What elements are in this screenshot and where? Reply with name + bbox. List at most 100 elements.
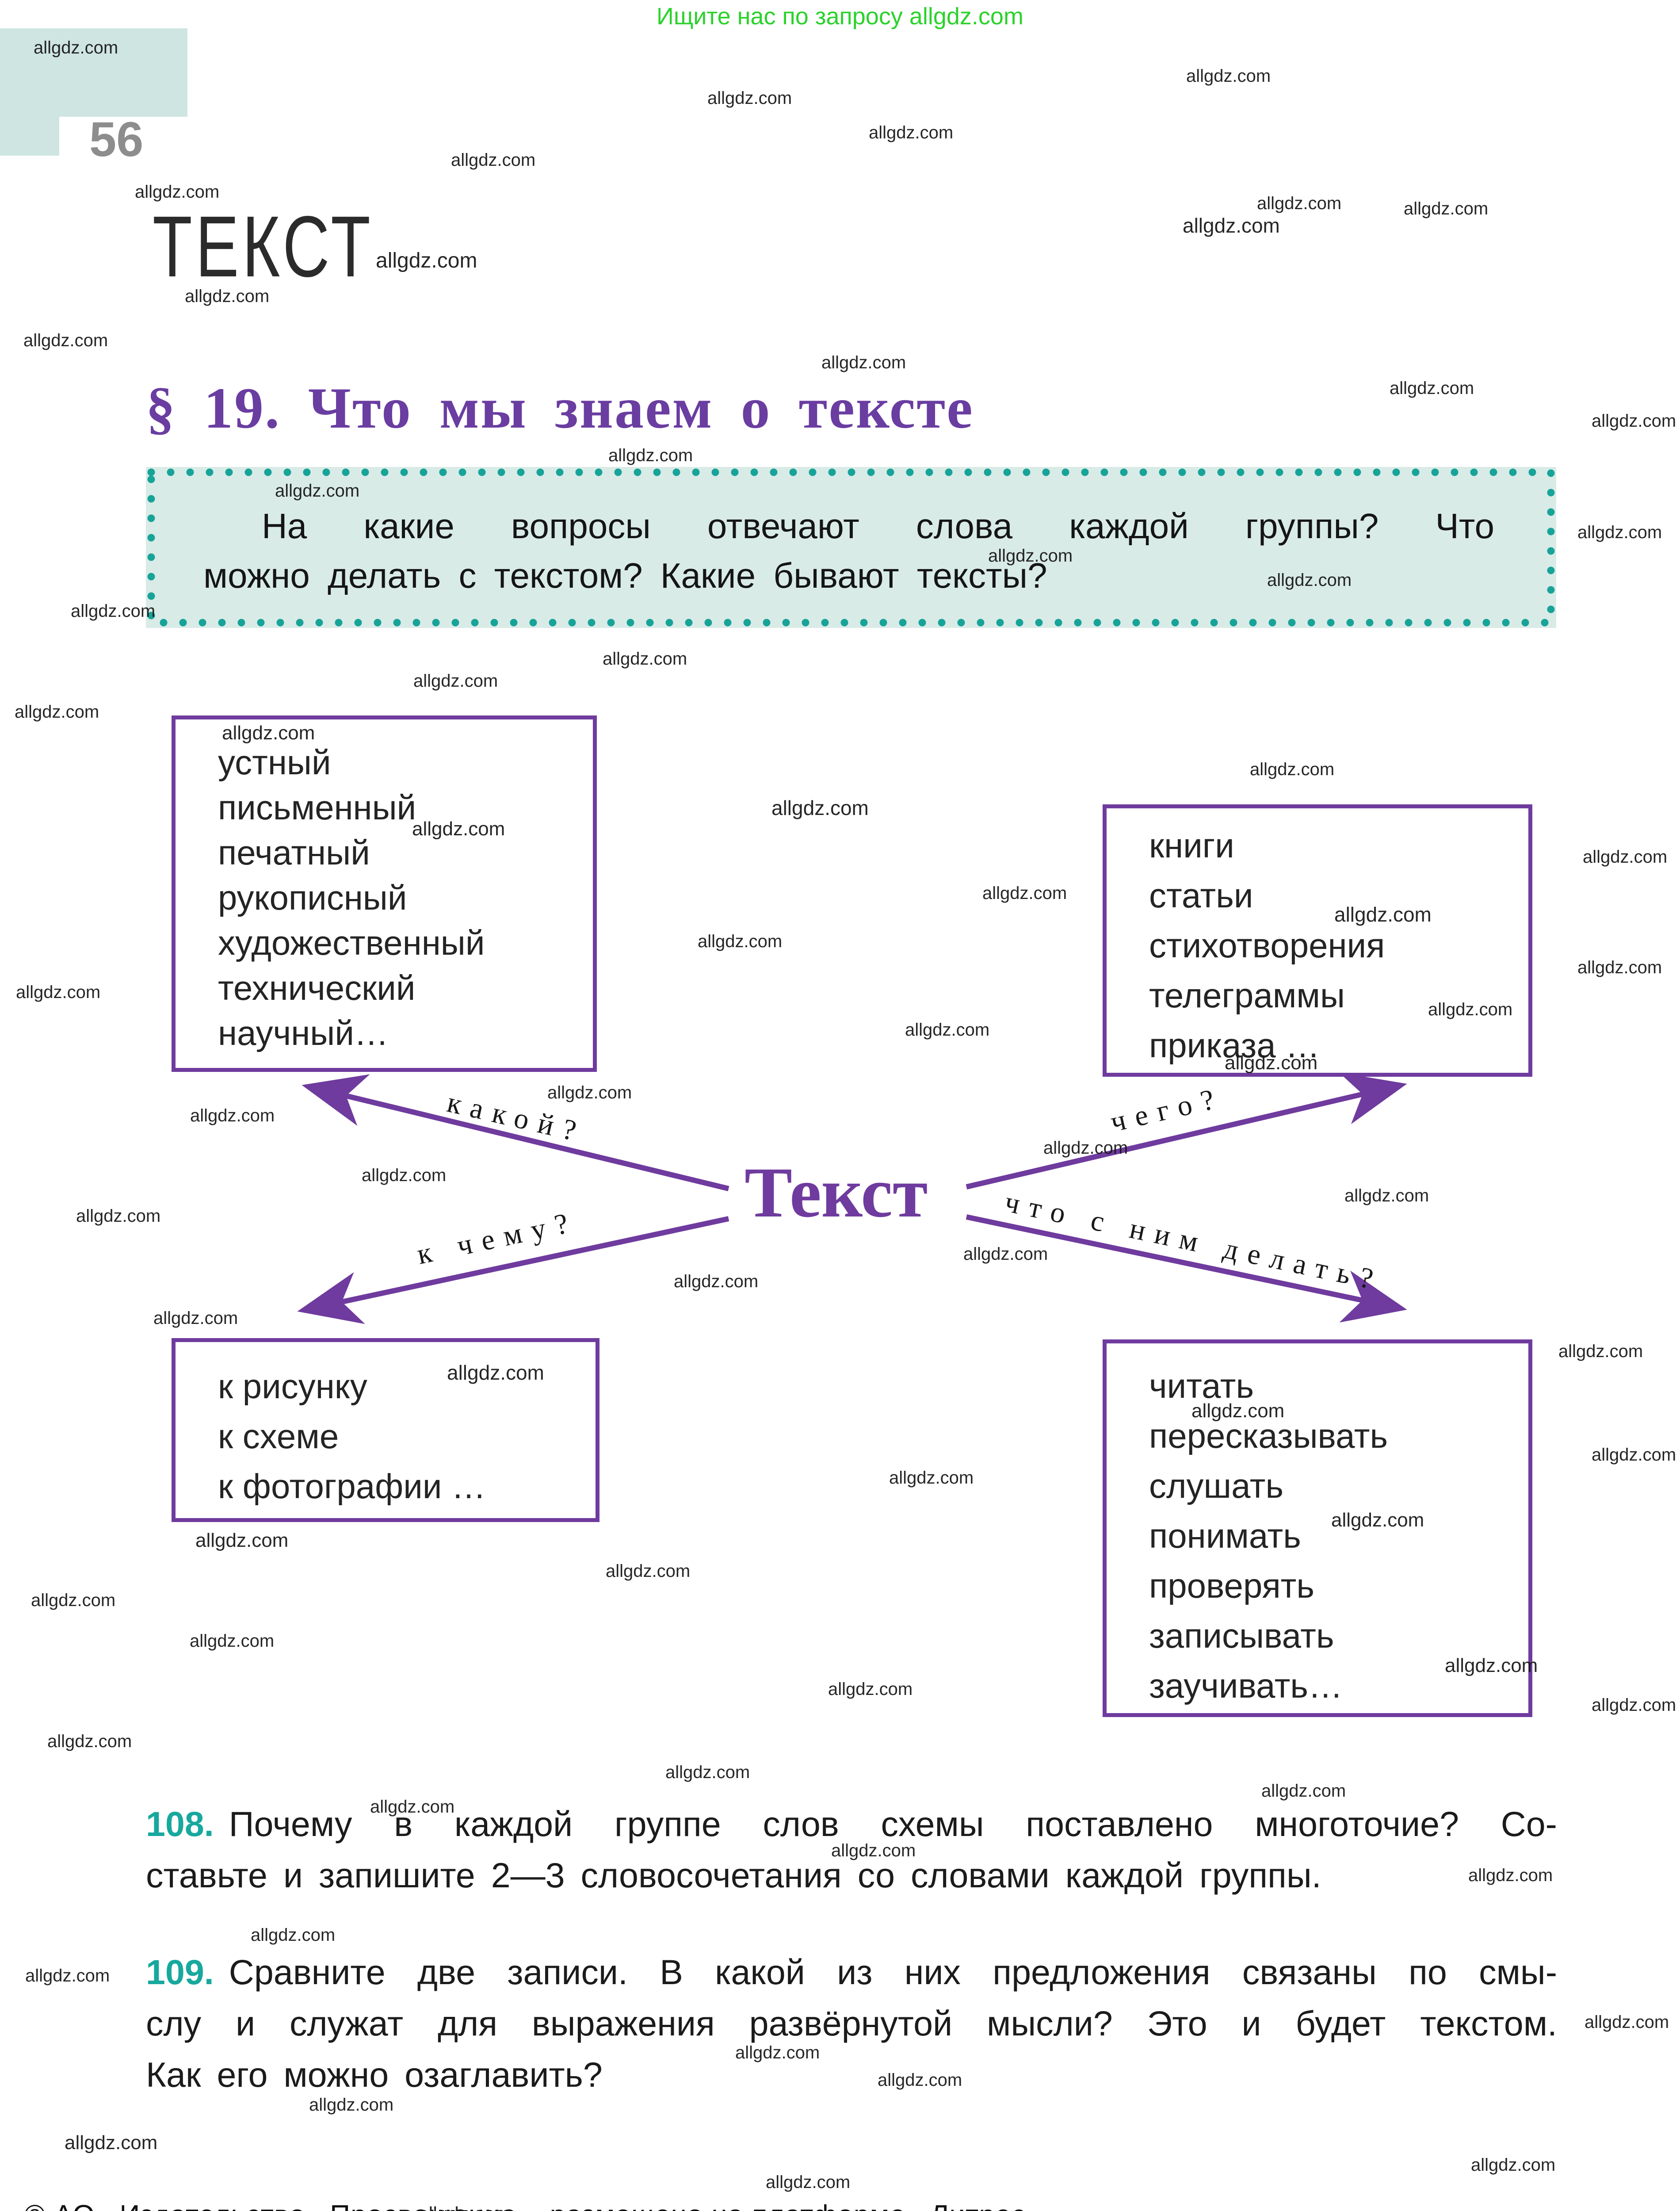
list-item: печатный	[218, 833, 370, 872]
exercise-text: Почему в каждой группе слов схемы постав…	[229, 1804, 1557, 1844]
watermark-text: allgdz.com	[412, 818, 505, 840]
list-item: проверять	[1149, 1566, 1315, 1605]
watermark-text: allgdz.com	[1261, 1781, 1346, 1801]
list-item: пересказывать	[1149, 1416, 1388, 1455]
list-item: к схеме	[218, 1417, 339, 1456]
watermark-text: allgdz.com	[23, 331, 108, 350]
list-item: слушать	[1149, 1466, 1284, 1505]
watermark-text: allgdz.com	[190, 1631, 275, 1651]
watermark-text: allgdz.com	[1186, 66, 1271, 86]
arrow-label-k-chemu: к чему?	[414, 1205, 581, 1271]
watermark-text: allgdz.com	[362, 1166, 447, 1185]
watermark-text: allgdz.com	[1585, 2012, 1669, 2032]
diagram-box-text-to: к рисунку к схеме к фотографии …	[172, 1338, 599, 1522]
watermark-text: allgdz.com	[1592, 1445, 1676, 1465]
watermark-text: allgdz.com	[190, 1106, 275, 1125]
watermark-text: allgdz.com	[1428, 1000, 1513, 1019]
exercise-number: 108.	[146, 1804, 214, 1844]
watermark-text: allgdz.com	[1577, 958, 1662, 977]
watermark-text: allgdz.com	[47, 1732, 132, 1751]
watermark-text: allgdz.com	[828, 1679, 913, 1699]
exercise-108: 108. Почему в каждой группе слов схемы по…	[146, 1798, 1557, 1901]
corner-decoration-strip	[0, 117, 59, 156]
list-item: к фотографии …	[218, 1467, 486, 1506]
watermark-text: allgdz.com	[222, 722, 315, 744]
watermark-text: allgdz.com	[1043, 1138, 1128, 1158]
diagram-center-word: Текст	[745, 1153, 928, 1232]
watermark-text: allgdz.com	[413, 671, 498, 691]
list-item: понимать	[1149, 1516, 1301, 1555]
list-item: стихотворения	[1149, 926, 1385, 965]
watermark-text: allgdz.com	[370, 1797, 455, 1817]
list-item: книги	[1149, 826, 1234, 865]
watermark-text: allgdz.com	[1592, 1695, 1676, 1715]
watermark-text: allgdz.com	[1592, 411, 1676, 431]
watermark-text: allgdz.com	[71, 601, 156, 621]
list-item: рукописный	[218, 878, 407, 917]
watermark-text: allgdz.com	[135, 182, 220, 202]
watermark-text: allgdz.com	[153, 1308, 238, 1328]
watermark-text: allgdz.com	[1257, 194, 1342, 213]
watermark-text: allgdz.com	[65, 2132, 158, 2154]
watermark-text: allgdz.com	[376, 249, 477, 272]
watermark-text: allgdz.com	[1334, 903, 1432, 926]
watermark-text: allgdz.com	[698, 932, 783, 951]
exercise-text: Сравните две записи. В какой из них пред…	[229, 1952, 1557, 1992]
watermark-text: allgdz.com	[665, 1763, 750, 1782]
exercise-number: 109.	[146, 1952, 214, 1992]
list-item: читать	[1149, 1366, 1254, 1405]
watermark-text: allgdz.com	[185, 287, 270, 306]
list-item: художественный	[218, 923, 485, 962]
watermark-text: allgdz.com	[1331, 1509, 1424, 1531]
watermark-text: allgdz.com	[1471, 2155, 1556, 2175]
watermark-text: allgdz.com	[606, 1561, 691, 1581]
list-item: письменный	[218, 788, 416, 827]
list-item: заучивать…	[1149, 1666, 1343, 1705]
watermark-text: allgdz.com	[1558, 1342, 1643, 1361]
arrow-label-chto-delat: что с ним делать?	[1002, 1186, 1386, 1297]
watermark-text: allgdz.com	[1577, 523, 1662, 542]
list-item: технический	[218, 968, 416, 1007]
watermark-text: allgdz.com	[1250, 760, 1335, 779]
watermark-text: allgdz.com	[889, 1468, 974, 1488]
list-item: устный	[218, 743, 331, 782]
watermark-text: allgdz.com	[1225, 1052, 1318, 1074]
chapter-title: ТЕКСТ	[153, 198, 374, 295]
watermark-text: allgdz.com	[905, 1020, 990, 1040]
watermark-text: allgdz.com	[1191, 1400, 1285, 1422]
section-heading: § 19. Что мы знаем о тексте	[146, 375, 974, 440]
callout-text-line: На какие вопросы отвечают слова каждой г…	[262, 506, 1494, 546]
corner-decoration	[0, 28, 187, 117]
exercise-line: слу и служат для выражения развёрнутой м…	[146, 2004, 1557, 2043]
watermark-text: allgdz.com	[34, 38, 118, 57]
watermark-text: allgdz.com	[821, 353, 906, 372]
watermark-text: allgdz.com	[982, 884, 1067, 903]
watermark-text: allgdz.com	[76, 1206, 161, 1226]
watermark-text: allgdz.com	[418, 2203, 511, 2211]
watermark-text: allgdz.com	[963, 1244, 1048, 1264]
diagram-box-text-kinds: устный письменный печатный рукописный художе…	[172, 715, 597, 1072]
watermark-text: allgdz.com	[251, 1925, 336, 1945]
watermark-text: allgdz.com	[1404, 199, 1489, 218]
watermark-text: allgdz.com	[766, 2173, 851, 2192]
page-number: 56	[89, 112, 144, 167]
list-item: к рисунку	[218, 1367, 367, 1406]
arrow-label-chego: чего?	[1107, 1081, 1227, 1139]
watermark-text: allgdz.com	[15, 702, 99, 722]
watermark-text: allgdz.com	[16, 983, 101, 1002]
watermark-text: allgdz.com	[735, 2043, 820, 2062]
watermark-text: allgdz.com	[275, 481, 360, 501]
watermark-text: allgdz.com	[603, 649, 687, 669]
diagram-box-text-actions: читать пересказывать слушать понимать провер…	[1103, 1339, 1532, 1717]
list-item: статьи	[1149, 876, 1253, 915]
watermark-text: allgdz.com	[1445, 1655, 1538, 1676]
watermark-text: allgdz.com	[195, 1530, 289, 1551]
watermark-text: allgdz.com	[1267, 570, 1352, 590]
watermark-text: allgdz.com	[1344, 1186, 1429, 1205]
watermark-text: allgdz.com	[988, 546, 1073, 566]
list-item: приказа …	[1149, 1026, 1320, 1065]
dotted-border-icon	[147, 468, 1555, 627]
watermark-text: allgdz.com	[771, 796, 869, 819]
